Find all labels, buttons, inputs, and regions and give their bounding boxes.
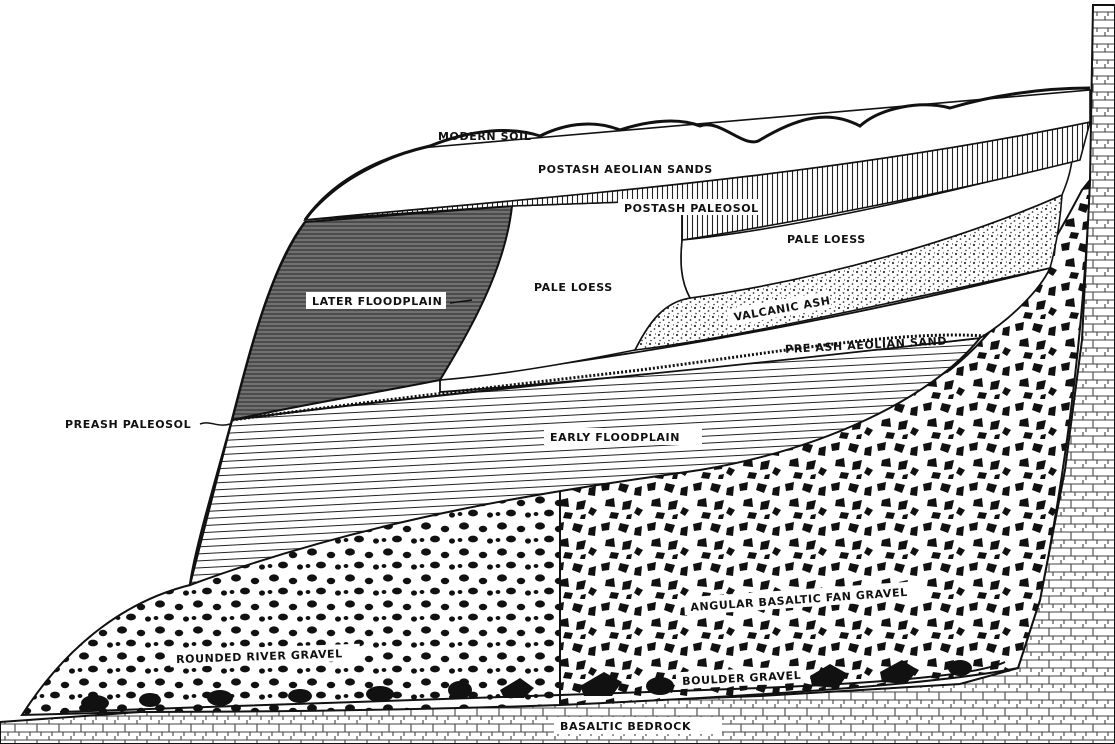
label-postash-paleosol: POSTASH PALEOSOL	[624, 202, 759, 215]
label-modern-soil: MODERN SOIL	[438, 130, 531, 143]
label-postash-aeolian-sands: POSTASH AEOLIAN SANDS	[538, 163, 713, 176]
label-later-floodplain: LATER FLOODPLAIN	[312, 295, 442, 308]
label-pale-loess-lower: PALE LOESS	[534, 281, 613, 294]
label-early-floodplain: EARLY FLOODPLAIN	[550, 431, 680, 444]
preash-paleosol-leader	[200, 423, 230, 425]
label-preash-paleosol: PREASH PALEOSOL	[65, 418, 191, 431]
label-basaltic-bedrock: BASALTIC BEDROCK	[560, 720, 691, 733]
label-pale-loess-upper: PALE LOESS	[787, 233, 866, 246]
